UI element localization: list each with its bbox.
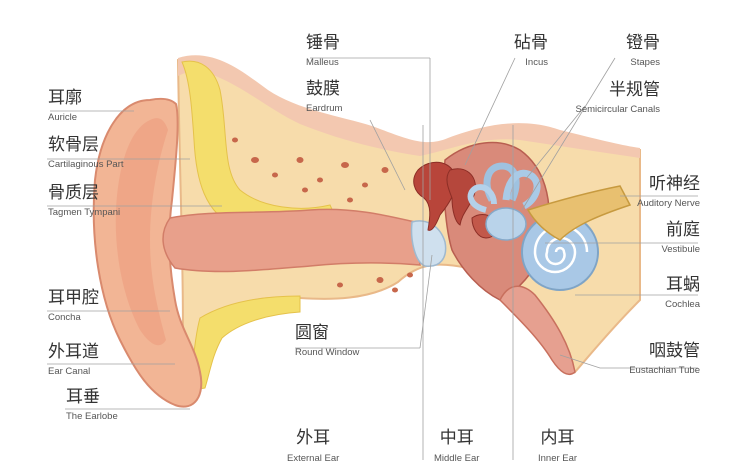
label-middle-ear-zh: 中耳: [439, 428, 474, 448]
label-earlobe-zh: 耳垂: [66, 387, 100, 407]
label-auricle-en: Auricle: [48, 112, 78, 123]
label-external-ear: 外耳 External Ear: [287, 430, 339, 464]
label-auditory-nerve-en: Auditory Nerve: [637, 198, 700, 209]
label-stapes-en: Stapes: [630, 57, 660, 68]
label-ear-canal: 外耳道 Ear Canal: [48, 344, 99, 377]
label-eustachian-zh: 咽鼓管: [649, 341, 700, 361]
label-inner-ear-zh: 内耳: [540, 428, 575, 448]
label-ear-canal-zh: 外耳道: [48, 342, 99, 362]
label-round-window-zh: 圆窗: [295, 323, 329, 343]
vestibule-shape: [485, 207, 527, 241]
label-ear-canal-en: Ear Canal: [48, 366, 91, 377]
label-earlobe: 耳垂 The Earlobe: [66, 389, 118, 422]
label-cochlea-zh: 耳蜗: [666, 275, 700, 295]
semicircular-canal-1: [483, 162, 520, 202]
label-malleus-zh: 锤骨: [306, 33, 340, 53]
label-eustachian-en: Eustachian Tube: [629, 365, 700, 376]
label-eustachian: 咽鼓管 Eustachian Tube: [629, 343, 700, 376]
label-cochlea: 耳蜗 Cochlea: [665, 277, 700, 310]
label-semicircular: 半规管 Semicircular Canals: [576, 82, 660, 115]
label-middle-ear-en: Middle Ear: [434, 453, 480, 464]
auditory-nerve-shape: [526, 185, 632, 241]
eustachian-tube-shape: [499, 285, 576, 376]
label-round-window-en: Round Window: [295, 347, 360, 358]
label-auricle: 耳廓 Auricle: [48, 90, 82, 123]
label-round-window: 圆窗 Round Window: [295, 325, 359, 358]
label-cochlea-en: Cochlea: [665, 299, 700, 310]
auricle-inner: [115, 118, 168, 346]
label-tagmen-zh: 骨质层: [48, 183, 99, 203]
label-external-ear-en: External Ear: [287, 453, 340, 464]
label-vestibule-zh: 前庭: [666, 220, 700, 240]
incus-shape: [446, 168, 476, 226]
label-auditory-nerve-zh: 听神经: [649, 174, 700, 194]
label-middle-ear: 中耳 Middle Ear: [434, 430, 479, 464]
skin-surface: [178, 55, 640, 159]
label-concha-en: Concha: [48, 312, 81, 323]
label-auricle-zh: 耳廓: [48, 88, 82, 108]
label-vestibule: 前庭 Vestibule: [661, 222, 700, 255]
label-auditory-nerve: 听神经 Auditory Nerve: [637, 176, 700, 209]
label-eardrum: 鼓膜 Eardrum: [306, 81, 342, 114]
ear-canal-shape: [162, 208, 421, 273]
label-cartilaginous-en: Cartilaginous Part: [48, 159, 124, 170]
bone-pores: [232, 137, 413, 293]
label-inner-ear: 内耳 Inner Ear: [538, 430, 577, 464]
label-incus: 砧骨 Incus: [514, 35, 548, 68]
semicircular-canal-3: [467, 184, 497, 213]
label-stapes: 镫骨 Stapes: [626, 35, 660, 68]
label-malleus-en: Malleus: [306, 57, 339, 68]
label-semicircular-zh: 半规管: [609, 80, 660, 100]
label-stapes-zh: 镫骨: [626, 33, 660, 53]
label-semicircular-en: Semicircular Canals: [575, 104, 660, 115]
semicircular-canal-2: [502, 169, 541, 210]
label-earlobe-en: The Earlobe: [66, 411, 118, 422]
leader-lines: [47, 57, 698, 460]
label-incus-zh: 砧骨: [514, 33, 548, 53]
label-inner-ear-en: Inner Ear: [538, 453, 578, 464]
label-incus-en: Incus: [525, 57, 548, 68]
label-concha: 耳甲腔 Concha: [48, 290, 99, 323]
label-eardrum-zh: 鼓膜: [306, 79, 340, 99]
label-cartilaginous: 软骨层 Cartilaginous Part: [48, 137, 124, 170]
label-concha-zh: 耳甲腔: [48, 288, 99, 308]
label-tagmen-en: Tagmen Tympani: [48, 207, 121, 218]
label-tagmen: 骨质层 Tagmen Tympani: [48, 185, 120, 218]
label-vestibule-en: Vestibule: [661, 244, 700, 255]
label-cartilaginous-zh: 软骨层: [48, 135, 99, 155]
label-eardrum-en: Eardrum: [306, 103, 343, 114]
label-malleus: 锤骨 Malleus: [306, 35, 340, 68]
label-external-ear-zh: 外耳: [296, 428, 331, 448]
